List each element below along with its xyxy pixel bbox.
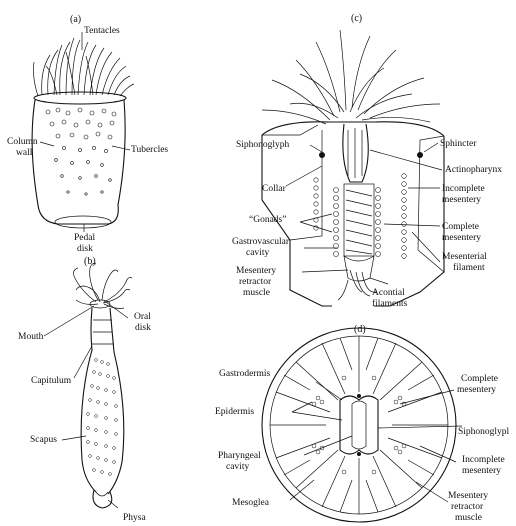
label-mouth: Mouth [18, 332, 43, 342]
label-retractor-d2: retractor [451, 502, 483, 512]
label-retractor-c2: retractor [239, 277, 271, 287]
label-complete-mesentery-c1: Complete [442, 222, 479, 232]
label-pharyngeal-2: cavity [226, 462, 249, 472]
scapus-beads [87, 359, 118, 476]
label-complete-mesentery-d2: mesentery [457, 385, 496, 395]
label-retractor-c3: muscle [243, 288, 270, 298]
label-capitulum: Capitulum [31, 376, 71, 386]
label-gastrodermis: Gastrodermis [219, 369, 270, 379]
label-pedal-disk-1: Pedal [74, 233, 95, 243]
longitudinal-section-drawing [262, 30, 444, 306]
label-complete-mesentery-c2: mesentery [442, 233, 481, 243]
label-retractor-d3: muscle [455, 513, 482, 523]
label-column-wall-2: wall [16, 148, 32, 158]
label-incomplete-mesentery-c1: Incomplete [442, 184, 485, 194]
label-gonads: “Gonads” [249, 215, 286, 225]
label-incomplete-mesentery-d1: Incomplete [462, 455, 505, 465]
label-pedal-disk-2: disk [77, 244, 93, 254]
gonad-chains [314, 174, 407, 259]
label-mesoglea: Mesoglea [232, 498, 269, 508]
label-oral-disk-1: Oral [134, 312, 151, 322]
label-physa: Physa [123, 513, 146, 523]
anemone-exterior-drawing [32, 32, 134, 232]
label-gastrovascular-2: cavity [246, 248, 269, 258]
label-mesenterial-filament-1: Mesenterial [442, 252, 487, 262]
label-column-wall-1: Column [7, 137, 38, 147]
label-oral-disk-2: disk [135, 323, 151, 333]
label-scapus: Scapus [30, 435, 57, 445]
cross-section-drawing [262, 328, 462, 522]
label-pharyngeal-1: Pharyngeal [218, 451, 261, 461]
label-complete-mesentery-d1: Complete [461, 374, 498, 384]
tubercle-dots [46, 108, 116, 195]
panel-tag-b: (b) [84, 256, 96, 267]
label-sphincter: Sphincter [440, 139, 476, 149]
label-gastrovascular-1: Gastrovascular [232, 237, 289, 247]
label-incomplete-mesentery-c2: mesentery [442, 195, 481, 205]
label-epidermis: Epidermis [215, 407, 254, 417]
label-incomplete-mesentery-d2: mesentery [462, 466, 501, 476]
section-tentacles [262, 30, 440, 124]
tentacle-fringe [34, 38, 135, 96]
label-retractor-d1: Mesentery [448, 491, 488, 501]
label-siphonoglyph-d: Siphonoglypl [458, 427, 509, 437]
label-acontial-2: filaments [372, 299, 407, 309]
label-tentacles: Tentacles [84, 26, 120, 36]
panel-tag-a: (a) [70, 14, 81, 25]
label-acontial-1: Acontial [372, 288, 405, 298]
oral-tentacles [74, 264, 133, 309]
label-mesenterial-filament-2: filament [453, 263, 485, 273]
label-collar: Collar [262, 184, 286, 194]
label-actinopharynx: Actinopharynx [445, 165, 502, 175]
label-retractor-c1: Mesentery [236, 266, 276, 276]
label-tubercles: Tubercles [131, 145, 168, 155]
radial-mesenteries [270, 336, 448, 514]
panel-tag-c: (c) [351, 13, 362, 24]
panel-tag-d: (d) [354, 324, 366, 335]
label-siphonoglyph-c: Siphonoglyph [236, 140, 289, 150]
